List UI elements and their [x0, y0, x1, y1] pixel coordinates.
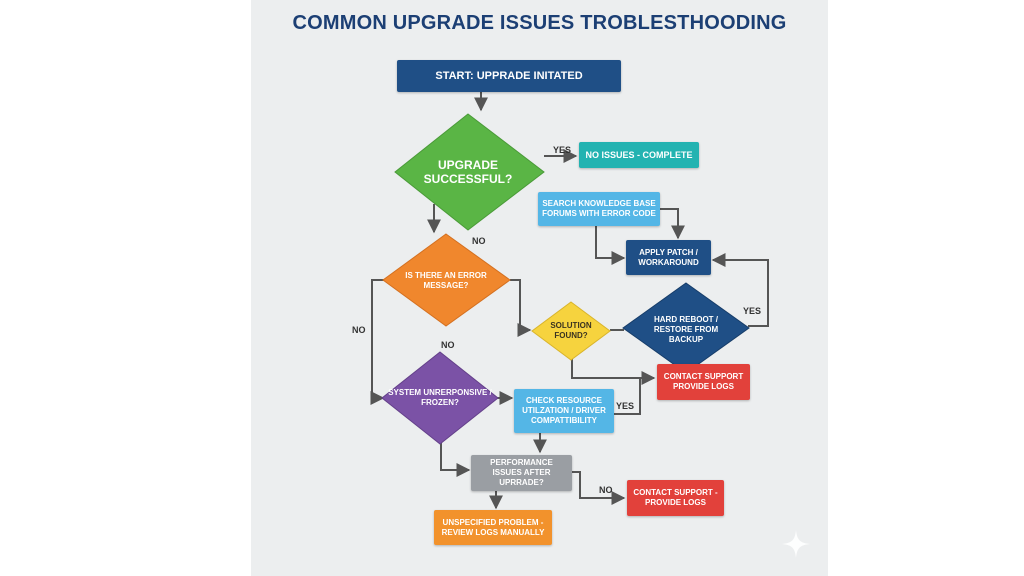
no-issues-node: NO ISSUES - COMPLETE — [579, 142, 699, 168]
edge-check-yes — [613, 378, 641, 415]
edge-label-yes-reboot: YES — [743, 306, 762, 316]
edge-label-no-success: NO — [472, 236, 486, 246]
start-node: START: UPPRADE INITATED — [397, 60, 621, 92]
decision-hard-reboot — [622, 282, 750, 374]
search-kb-node: SEARCH KNOWLEDGE BASE FORUMS WITH ERROR … — [538, 192, 660, 226]
edge-performance-no — [572, 471, 626, 505]
edge-search-right-down — [660, 208, 685, 240]
edge-label-no-error: NO — [441, 340, 455, 350]
performance-issues-node: PERFORMANCE ISSUES AFTER UPRRADE? — [471, 455, 572, 491]
contact-support-1-node: CONTACT SUPPORT PROVIDE LOGS — [657, 364, 750, 400]
decision-error-message — [382, 233, 511, 327]
edge-label-no-performance: NO — [599, 485, 613, 495]
edge-label-no-left: NO — [352, 325, 366, 335]
edge-error-no-left — [370, 279, 385, 405]
edge-error-to-solution — [510, 279, 532, 337]
sparkle-icon — [782, 530, 810, 558]
decision-solution-found — [531, 301, 611, 361]
edge-search-to-patch — [595, 224, 626, 265]
diagram-title: COMMON UPGRADE ISSUES TROBLESTHOODING — [292, 12, 787, 34]
edge-reboot-yes-loop — [711, 253, 769, 327]
edge-system-to-performance — [440, 442, 471, 477]
unspecified-problem-node: UNSPECIFIED PROBLEM - REVIEW LOGS MANUAL… — [434, 510, 552, 545]
edge-label-yes-check: YES — [616, 401, 635, 411]
contact-support-2-node: CONTACT SUPPORT - PROVIDE LOGS — [627, 480, 724, 516]
decision-upgrade-successful — [394, 113, 545, 231]
edge-label-yes-success: YES — [553, 145, 572, 155]
connectors — [370, 92, 769, 510]
edge-solution-down-to-support — [571, 356, 656, 385]
decision-system-unresponsive — [381, 351, 499, 445]
apply-patch-node: APPLY PATCH / WORKAROUND — [626, 240, 711, 275]
check-resource-node: CHECK RESOURCE UTILZATION / DRIVER COMPA… — [514, 389, 614, 433]
